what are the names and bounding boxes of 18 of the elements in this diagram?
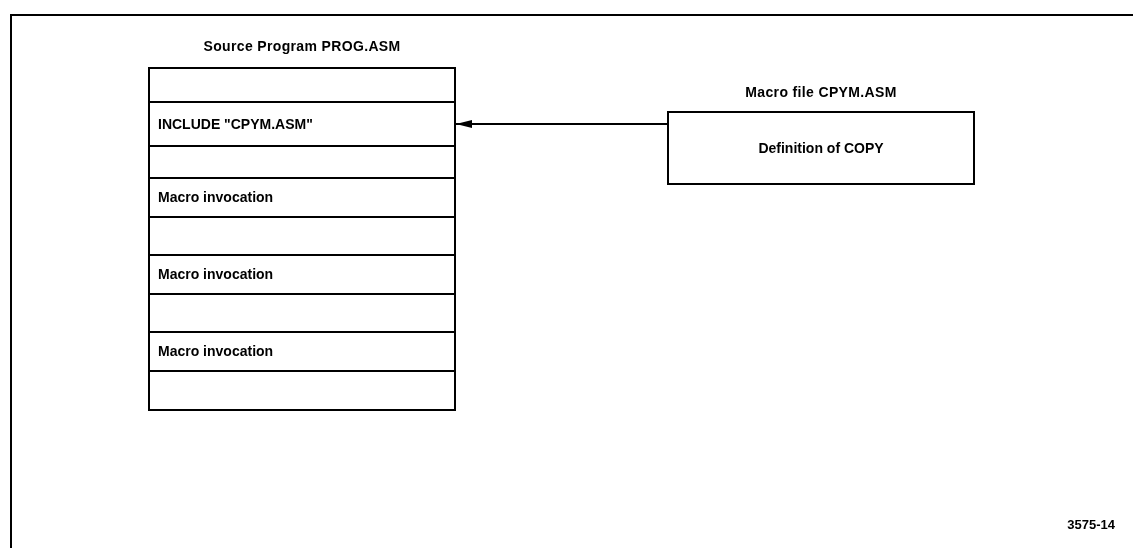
empty-row (148, 67, 456, 103)
listing-row (148, 177, 456, 218)
figure-number: 3575-14 (1067, 515, 1115, 534)
row-text: Macro invocation (158, 342, 274, 361)
row-text: Macro invocation (158, 265, 274, 284)
empty-row (148, 216, 456, 256)
arrow (455, 120, 668, 128)
empty-row (148, 293, 456, 333)
row-text: Macro invocation (158, 188, 274, 207)
empty-row (148, 370, 456, 411)
listing-row (148, 254, 456, 295)
heading: Macro file CPYM.ASM (744, 83, 898, 102)
empty-row (148, 145, 456, 179)
listing-row (148, 331, 456, 372)
heading: Source Program PROG.ASM (202, 37, 402, 56)
listing-row (148, 101, 456, 147)
row-text: INCLUDE "CPYM.ASM" (158, 114, 313, 134)
box-text: Definition of COPY (758, 138, 884, 158)
